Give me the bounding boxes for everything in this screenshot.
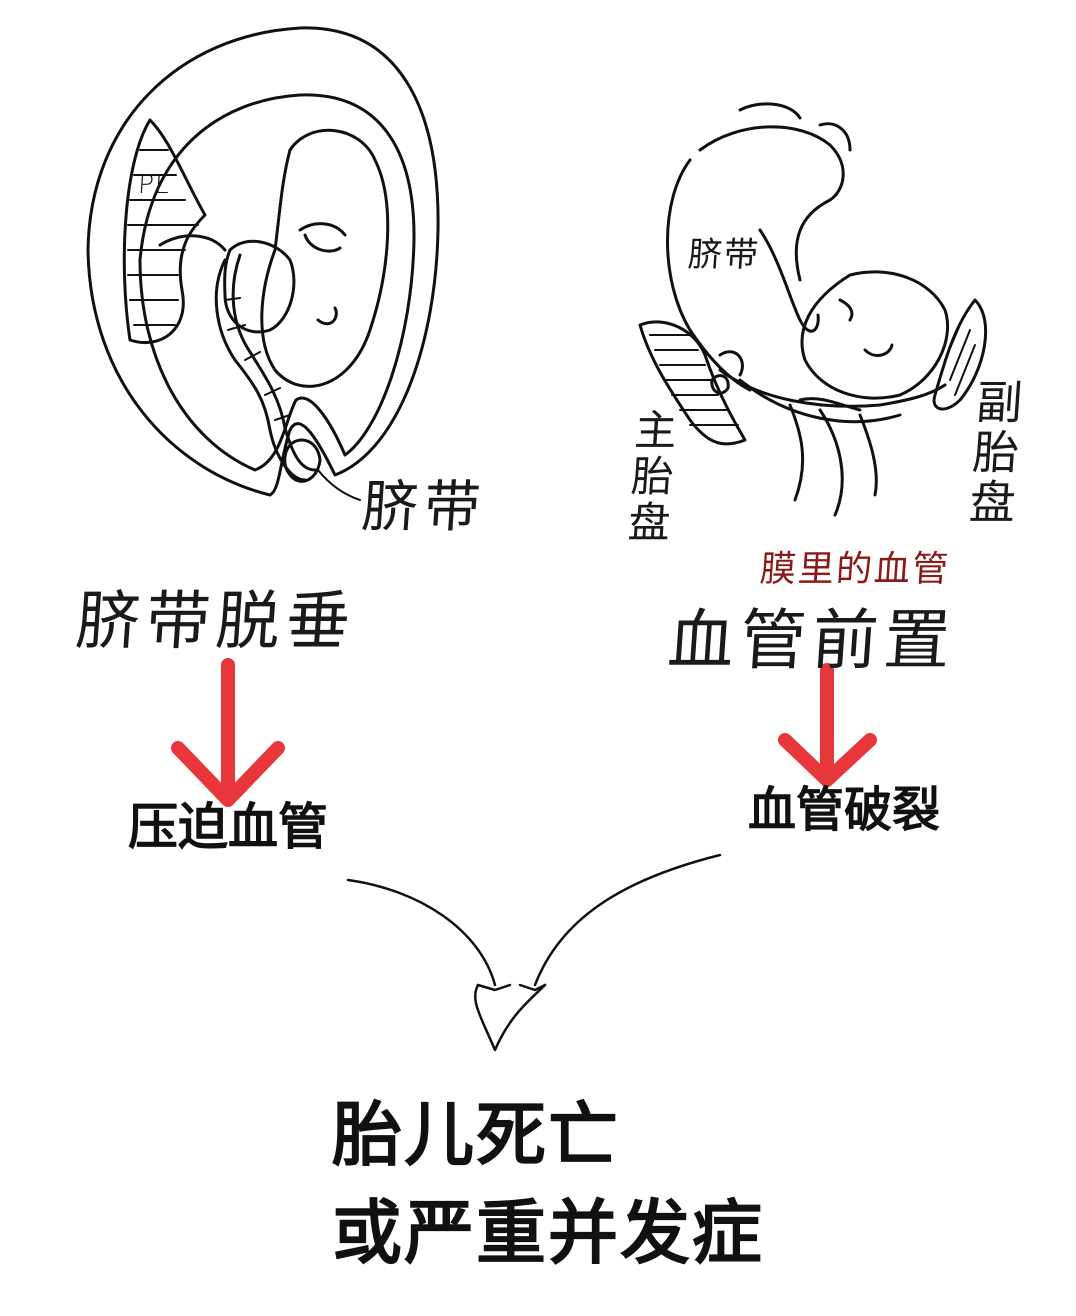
left-caption: 脐带脱垂 xyxy=(73,585,359,659)
right-membrane-vessels xyxy=(710,350,947,517)
accessory-placenta-label: 副胎盘 xyxy=(960,378,1026,528)
left-fetus xyxy=(158,128,390,388)
membrane-vessel-annotation: 膜里的血管 xyxy=(758,549,952,590)
right-accessory-placenta xyxy=(932,298,988,411)
main-placenta-label: 主胎盘 xyxy=(620,408,679,546)
right-main-placenta xyxy=(638,320,747,446)
right-fetus xyxy=(666,102,950,400)
right-caption: 血管前置 xyxy=(665,602,959,679)
left-placenta xyxy=(122,118,207,345)
outcome-line-1: 胎儿死亡 xyxy=(332,1093,620,1176)
right-result: 血管破裂 xyxy=(748,782,941,838)
left-result: 压迫血管 xyxy=(128,797,328,856)
left-red-arrow xyxy=(171,658,285,807)
merge-arrow xyxy=(346,853,722,1052)
right-red-arrow xyxy=(778,663,877,787)
left-cord-callout: 脐带 xyxy=(359,475,489,540)
placenta-mark: PL xyxy=(136,170,172,200)
outcome-line-2: 或严重并发症 xyxy=(332,1191,764,1274)
right-cord-label: 脐带 xyxy=(686,235,762,275)
left-umbilical-cord xyxy=(214,253,361,501)
left-uterus-outline xyxy=(86,26,440,497)
